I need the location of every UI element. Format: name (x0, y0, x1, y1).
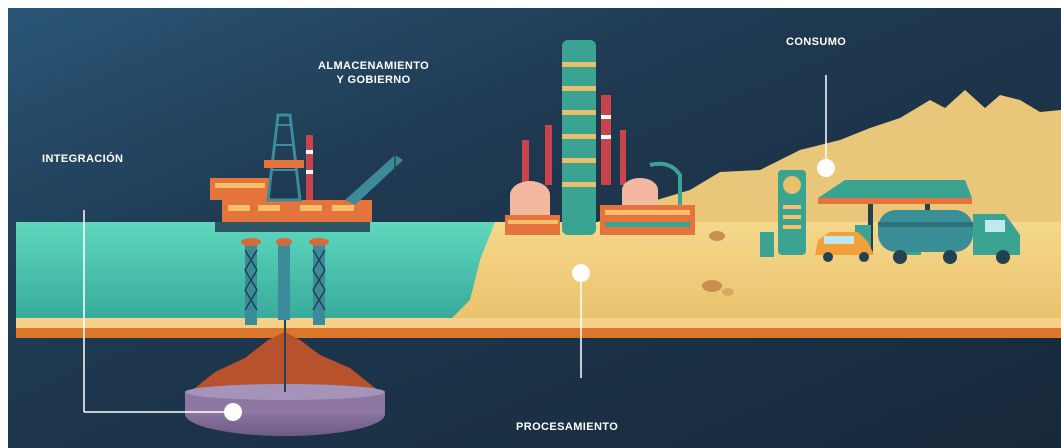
connector-integracion (83, 210, 242, 421)
label-almacenamiento-line1: ALMACENAMIENTO (318, 60, 430, 72)
label-consumo: CONSUMO (786, 36, 847, 48)
ground-stripe (16, 328, 1061, 338)
marker-procesamiento (572, 264, 590, 282)
car-icon (815, 232, 874, 262)
fuel-truck-icon (878, 210, 1020, 264)
marker-consumo (817, 159, 835, 177)
sea-water (16, 222, 536, 322)
oil-platform-icon (210, 113, 403, 325)
label-almacenamiento: ALMACENAMIENTO Y GOBIERNO (318, 59, 429, 87)
sand-rocks (702, 231, 734, 296)
marker-integracion (224, 403, 242, 421)
label-integracion: INTEGRACIÓN (42, 153, 124, 165)
refinery-icon (505, 40, 695, 235)
connector-consumo (817, 75, 835, 177)
label-almacenamiento-line2: Y GOBIERNO (336, 74, 411, 86)
connector-procesamiento (572, 264, 590, 378)
seabed (16, 318, 1061, 330)
label-procesamiento: PROCESAMIENTO (516, 421, 619, 433)
